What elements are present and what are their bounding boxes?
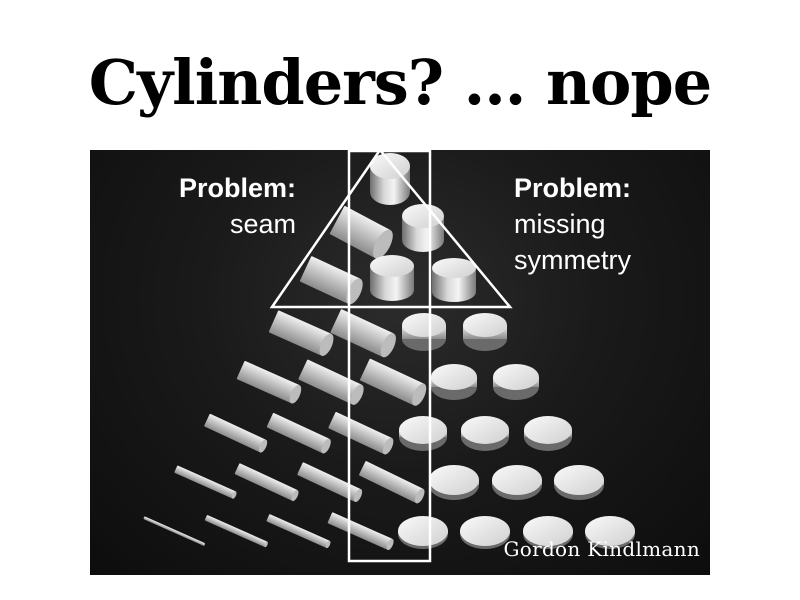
rod-glyph	[266, 514, 331, 549]
rod-glyph	[174, 465, 237, 499]
symmetry-problem-heading: Problem:	[514, 173, 632, 203]
disc-glyph	[399, 416, 447, 451]
rod-glyph	[328, 412, 394, 455]
glyph-panel: Problem: seam Problem: missing symmetry …	[90, 150, 710, 575]
rod-glyph	[234, 463, 299, 502]
rod-glyph	[327, 512, 394, 551]
rod-glyph	[330, 309, 396, 358]
rod-glyph	[204, 515, 268, 548]
disc-glyph	[493, 364, 539, 400]
rod-glyph	[297, 462, 363, 503]
rod-glyph	[329, 206, 393, 259]
cylinder-glyph-field	[143, 150, 635, 563]
rod-glyph	[298, 359, 364, 405]
disc-glyph	[398, 516, 448, 549]
disc-glyph	[460, 516, 510, 549]
rod-glyph	[204, 413, 268, 453]
rod-glyph	[268, 310, 334, 356]
cylinder-glyph	[432, 258, 476, 302]
symmetry-problem-line-1: missing	[514, 209, 606, 239]
disc-glyph	[492, 465, 542, 500]
disc-glyph	[554, 465, 604, 500]
disc-glyph	[461, 416, 509, 451]
rod-glyph	[266, 412, 331, 454]
disc-glyph	[524, 416, 572, 451]
seam-problem-heading: Problem:	[178, 173, 296, 203]
column-outline	[347, 150, 432, 563]
symmetry-problem-line-2: symmetry	[514, 245, 631, 275]
seam-problem-label: Problem: seam	[156, 170, 296, 242]
disc-glyph	[585, 516, 635, 549]
cylinder-glyph	[402, 204, 444, 252]
rod-glyph	[143, 516, 206, 546]
rod-glyph	[236, 360, 302, 404]
seam-problem-text: seam	[229, 209, 296, 239]
rod-glyph	[299, 256, 363, 305]
rod-glyph	[360, 358, 427, 406]
disc-glyph	[463, 313, 507, 351]
triangle-outline	[269, 150, 513, 309]
cylinder-glyph	[370, 255, 414, 301]
rod-glyph	[359, 461, 425, 504]
disc-glyph	[402, 313, 446, 351]
author-credit: Gordon Kindlmann	[503, 537, 700, 561]
slide-title: Cylinders? ... nope	[88, 46, 712, 119]
disc-glyph	[523, 516, 573, 549]
disc-glyph	[431, 364, 477, 400]
symmetry-problem-label: Problem: missing symmetry	[514, 170, 631, 278]
disc-glyph	[429, 465, 479, 500]
